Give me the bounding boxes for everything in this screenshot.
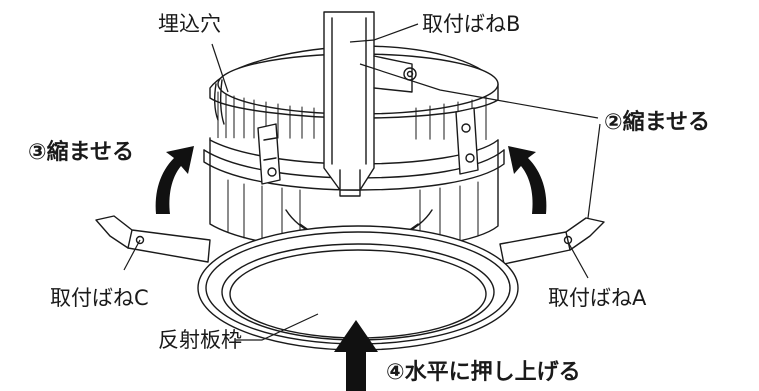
compress-arrow-left [155,146,194,214]
label-step-2: ②縮ませる [604,110,710,135]
leader-line-step-2 [359,63,599,119]
leader-line-step-2-b [587,123,601,219]
mounting-spring-c [95,215,211,263]
mounting-spring-b [323,11,413,197]
label-step-4: ④水平に押し上げる [386,360,581,385]
label-step-3: ③縮ませる [28,140,134,165]
push-up-arrow [334,320,378,391]
label-reflector-frame: 反射板枠 [158,328,242,352]
label-spring-c: 取付ばねC [50,286,149,310]
compress-arrow-right [508,146,547,214]
label-spring-a: 取付ばねA [548,286,647,310]
leader-line-spring-a [567,241,589,279]
label-spring-b: 取付ばねB [422,12,521,36]
leader-line-reflector-frame [236,313,319,341]
leader-line-hole [211,43,229,93]
mounting-spring-a [499,217,605,265]
leader-line-spring-b [349,23,419,43]
leader-line-spring-c [123,239,141,271]
label-hole: 埋込穴 [158,12,221,36]
